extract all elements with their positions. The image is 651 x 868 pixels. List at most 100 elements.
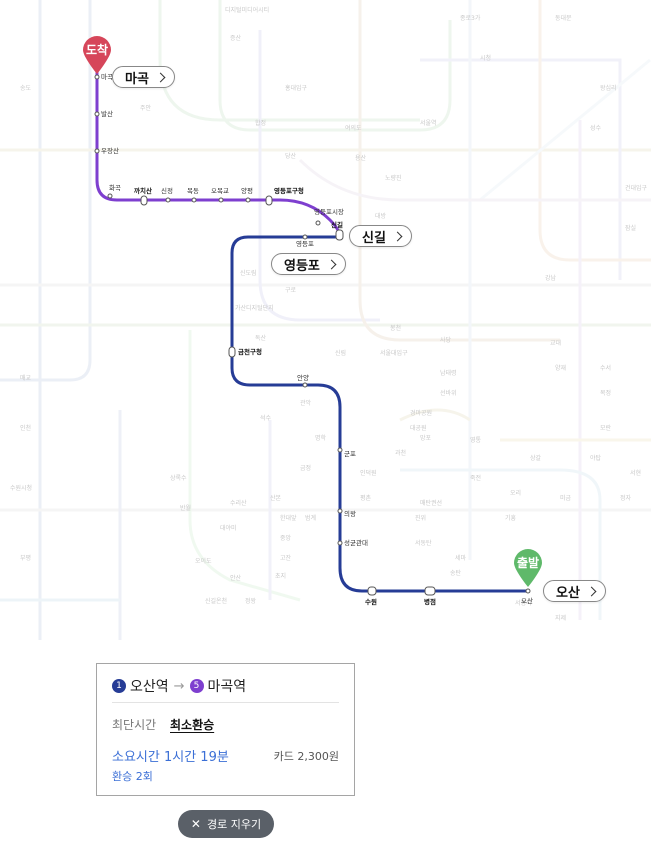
svg-text:양재: 양재 (555, 364, 566, 372)
svg-text:영등포시장: 영등포시장 (314, 207, 344, 216)
svg-text:노량진: 노량진 (385, 174, 402, 182)
background-station-labels: 디지털미디어시티 증산 홍대입구 합정 당산 여의도 노량진 대방 신도림 구로… (10, 6, 648, 622)
svg-text:까치산: 까치산 (134, 186, 152, 195)
svg-text:의왕: 의왕 (344, 509, 356, 518)
route-option-tabs: 최단시간 최소환승 (112, 716, 214, 733)
svg-text:증산: 증산 (230, 34, 242, 42)
svg-text:용산: 용산 (355, 154, 367, 162)
svg-text:양평: 양평 (241, 186, 253, 195)
svg-text:마곡: 마곡 (101, 72, 113, 81)
svg-text:합정: 합정 (255, 119, 266, 127)
callout-label: 신길 (362, 230, 386, 246)
subway-map[interactable]: 디지털미디어시티 증산 홍대입구 합정 당산 여의도 노량진 대방 신도림 구로… (0, 0, 651, 640)
svg-text:망포: 망포 (420, 434, 432, 442)
svg-text:건대입구: 건대입구 (625, 184, 648, 192)
svg-text:모란: 모란 (600, 425, 612, 432)
clear-route-button[interactable]: ✕ 경로 지우기 (178, 810, 274, 838)
route-line-5 (95, 66, 342, 236)
line-1-badge: 1 (112, 679, 126, 693)
svg-text:명학: 명학 (315, 434, 327, 442)
callout-label: 영등포 (284, 258, 320, 274)
divider (112, 702, 339, 703)
tab-min-transfer[interactable]: 최소환승 (170, 718, 215, 732)
svg-text:산본: 산본 (270, 494, 282, 502)
svg-text:죽전: 죽전 (470, 474, 481, 482)
svg-text:남태령: 남태령 (440, 369, 457, 377)
svg-text:경마공원: 경마공원 (410, 409, 432, 417)
close-icon: ✕ (190, 817, 201, 831)
origin-station: 오산역 (130, 679, 169, 695)
svg-text:선바위: 선바위 (440, 389, 457, 397)
chevron-right-icon (586, 586, 597, 596)
station-callout-osan[interactable]: 오산 (543, 580, 606, 602)
svg-text:서동탄: 서동탄 (415, 539, 432, 547)
svg-text:대방: 대방 (375, 212, 387, 220)
destination-station: 마곡역 (207, 679, 247, 695)
svg-text:야탑: 야탑 (590, 454, 602, 462)
svg-text:수원시청: 수원시청 (10, 484, 32, 492)
svg-text:봉천: 봉천 (390, 324, 401, 332)
svg-text:교대: 교대 (550, 339, 561, 347)
callout-label: 오산 (556, 585, 580, 601)
svg-text:목동: 목동 (187, 187, 199, 195)
svg-text:수원: 수원 (365, 597, 377, 606)
map-pin-icon (514, 549, 542, 587)
route-station-labels: 마곡 발산 우장산 화곡 까치산 신정 목동 오목교 양평 영등포구청 영등포시… (101, 72, 533, 606)
arrival-pin[interactable]: 도착 (81, 35, 113, 75)
svg-text:화곡: 화곡 (109, 184, 121, 192)
svg-text:발산: 발산 (101, 109, 113, 118)
svg-text:상갈: 상갈 (530, 454, 542, 462)
svg-text:부평: 부평 (20, 554, 31, 562)
svg-text:석수: 석수 (260, 414, 272, 422)
line-5-badge: 5 (189, 679, 204, 693)
svg-text:관악: 관악 (300, 399, 312, 407)
svg-text:디지털미디어시티: 디지털미디어시티 (225, 6, 269, 14)
tab-fastest[interactable]: 최단시간 (112, 718, 157, 732)
svg-text:군포: 군포 (344, 450, 356, 458)
svg-text:수서: 수서 (600, 364, 611, 372)
chevron-right-icon (155, 72, 166, 82)
svg-text:당산: 당산 (285, 152, 297, 160)
svg-text:초지: 초지 (275, 572, 286, 580)
svg-text:오목교: 오목교 (211, 187, 229, 195)
svg-text:영등포: 영등포 (296, 239, 314, 248)
chevron-right-icon (392, 231, 403, 241)
svg-text:안산: 안산 (230, 574, 242, 582)
chevron-right-icon (326, 259, 337, 269)
svg-text:동대문: 동대문 (555, 14, 572, 22)
svg-text:성균관대: 성균관대 (344, 538, 368, 547)
svg-text:오이도: 오이도 (195, 557, 212, 565)
svg-text:영통: 영통 (470, 436, 482, 444)
route-station-markers (94, 74, 531, 596)
svg-text:중앙: 중앙 (280, 534, 292, 542)
svg-text:정왕: 정왕 (245, 597, 257, 605)
departure-pin[interactable]: 출발 (512, 548, 544, 588)
svg-text:평촌: 평촌 (360, 494, 372, 502)
station-callout-singil[interactable]: 신길 (349, 225, 412, 247)
svg-text:구로: 구로 (285, 287, 297, 294)
map-pin-icon (83, 36, 111, 74)
travel-duration: 소요시간 1시간 19분 (112, 750, 229, 765)
callout-label: 마곡 (125, 71, 149, 87)
svg-text:인덕원: 인덕원 (360, 469, 377, 477)
transfer-count: 환승 2회 (112, 770, 153, 783)
svg-text:잠실: 잠실 (625, 224, 636, 232)
svg-text:반월: 반월 (180, 504, 191, 512)
svg-text:대야미: 대야미 (220, 524, 237, 532)
svg-text:서울대입구: 서울대입구 (380, 349, 408, 357)
arrow-right-icon: → (173, 678, 185, 694)
svg-text:주안: 주안 (140, 104, 152, 112)
station-callout-yeongdeungpo[interactable]: 영등포 (271, 253, 346, 275)
svg-text:세마: 세마 (455, 554, 467, 562)
svg-text:범계: 범계 (305, 514, 316, 522)
svg-text:기흥: 기흥 (505, 514, 517, 522)
svg-text:가산디지털단지: 가산디지털단지 (235, 304, 274, 312)
svg-text:과천: 과천 (395, 449, 406, 457)
station-callout-magok[interactable]: 마곡 (112, 66, 175, 88)
svg-text:미금: 미금 (560, 494, 572, 502)
svg-text:신길: 신길 (331, 220, 343, 229)
svg-text:송탄: 송탄 (450, 569, 462, 577)
clear-route-label: 경로 지우기 (206, 818, 262, 831)
svg-text:매교: 매교 (20, 374, 32, 382)
svg-text:우장산: 우장산 (101, 146, 119, 155)
